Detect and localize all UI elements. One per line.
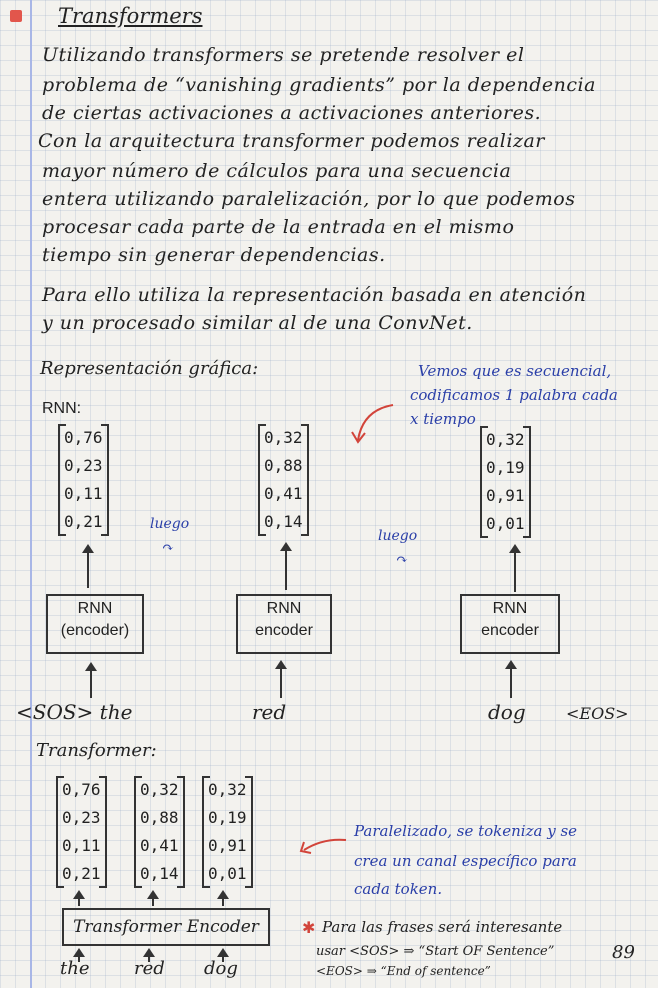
red-arrow-left-icon (299, 838, 347, 854)
box-line: RNN (77, 600, 113, 617)
transformer-vector-2: 0,32 0,88 0,41 0,14 (134, 776, 185, 888)
transformer-note-line-3: cada token. (354, 880, 443, 898)
page-title: Transformers (58, 4, 203, 28)
luego-arrow-icon-1: ↷ (162, 540, 174, 556)
vector-value: 0,14 (140, 864, 179, 883)
rnn-vector-1: 0,76 0,23 0,11 0,21 (58, 424, 109, 536)
rnn-encoder-box-3: RNN encoder (460, 594, 560, 654)
asterisk-icon: ✱ (302, 918, 316, 937)
tf-input-arrow-icon-2 (143, 948, 155, 962)
vector-value: 0,11 (64, 484, 103, 503)
footnote-line-2: usar <SOS> ⇒ “Start OF Sentence” (316, 944, 555, 959)
representation-heading: Representación gráfica: (40, 358, 259, 379)
vector-value: 0,21 (64, 512, 103, 531)
vector-value: 0,32 (264, 428, 303, 447)
input-up-arrow-icon-1 (85, 662, 97, 698)
vector-value: 0,01 (208, 864, 247, 883)
para1-line-5: mayor número de cálculos para una secuen… (42, 160, 512, 182)
vector-value: 0,76 (64, 428, 103, 447)
vector-value: 0,23 (64, 456, 103, 475)
tf-up-arrow-icon-2 (147, 890, 159, 906)
tf-input-arrow-icon-3 (217, 948, 229, 962)
vector-value: 0,11 (62, 836, 101, 855)
footnote-line-1: Para las frases será interesante (322, 918, 563, 936)
footnote-line-3: <EOS> ⇒ “End of sentence” (316, 964, 491, 978)
rnn-label: RNN: (42, 400, 82, 417)
rnn-vector-2: 0,32 0,88 0,41 0,14 (258, 424, 309, 536)
tf-up-arrow-icon-1 (73, 890, 85, 906)
box-line: RNN (266, 600, 302, 617)
vector-value: 0,14 (264, 512, 303, 531)
input-up-arrow-icon-2 (275, 660, 287, 698)
box-line: (encoder) (60, 622, 130, 639)
vector-value: 0,76 (62, 780, 101, 799)
para1-line-1: Utilizando transformers se pretende reso… (42, 44, 525, 66)
tf-up-arrow-icon-3 (217, 890, 229, 906)
transformer-vector-1: 0,76 0,23 0,11 0,21 (56, 776, 107, 888)
rnn-up-arrow-icon-1 (82, 544, 94, 588)
vector-value: 0,19 (486, 458, 525, 477)
margin-line (30, 0, 32, 988)
tf-input-the: the (60, 958, 90, 979)
para1-line-2: problema de “vanishing gradients” por la… (42, 74, 596, 96)
para1-line-3: de ciertas activaciones a activaciones a… (42, 102, 542, 124)
tf-input-dog: dog (204, 958, 238, 979)
rnn-vector-3: 0,32 0,19 0,91 0,01 (480, 426, 531, 538)
vector-value: 0,32 (208, 780, 247, 799)
vector-value: 0,88 (264, 456, 303, 475)
box-line: RNN (492, 600, 528, 617)
vector-value: 0,21 (62, 864, 101, 883)
vector-value: 0,32 (486, 430, 525, 449)
rnn-encoder-box-1: RNN (encoder) (46, 594, 144, 654)
rnn-input-red: red (252, 700, 287, 724)
box-line: encoder (481, 622, 539, 639)
vector-value: 0,41 (140, 836, 179, 855)
blue-note-line-2: codificamos 1 palabra cada (410, 386, 618, 404)
vector-value: 0,41 (264, 484, 303, 503)
para1-line-4: Con la arquitectura transformer podemos … (38, 130, 545, 152)
vector-value: 0,01 (486, 514, 525, 533)
transformer-label: Transformer: (36, 740, 157, 761)
transformer-vector-3: 0,32 0,19 0,91 0,01 (202, 776, 253, 888)
vector-value: 0,91 (486, 486, 525, 505)
vector-value: 0,23 (62, 808, 101, 827)
rnn-input-sos-the: <SOS> the (16, 700, 133, 724)
box-line: encoder (255, 622, 313, 639)
tf-input-arrow-icon-1 (73, 948, 85, 962)
luego-label-1: luego (150, 516, 190, 532)
tf-input-red: red (134, 958, 165, 979)
transformer-encoder-box: Transformer Encoder (62, 908, 270, 946)
para2-line-2: y un procesado similar al de una ConvNet… (42, 312, 473, 334)
rnn-input-eos: <EOS> (566, 704, 629, 723)
rnn-up-arrow-icon-2 (280, 542, 292, 590)
transformer-note-line-1: Paralelizado, se tokeniza y se (354, 822, 578, 840)
rnn-encoder-box-2: RNN encoder (236, 594, 332, 654)
page-number: 89 (612, 942, 635, 963)
vector-value: 0,19 (208, 808, 247, 827)
luego-label-2: luego (378, 528, 418, 544)
vector-value: 0,88 (140, 808, 179, 827)
vector-value: 0,32 (140, 780, 179, 799)
transformer-note-line-2: crea un canal específico para (354, 852, 577, 870)
luego-arrow-icon-2: ↷ (396, 552, 408, 568)
title-bullet (10, 10, 22, 22)
input-up-arrow-icon-3 (505, 660, 517, 698)
rnn-up-arrow-icon-3 (509, 544, 521, 592)
blue-note-line-1: Vemos que es secuencial, (418, 362, 612, 380)
para2-line-1: Para ello utiliza la representación basa… (42, 284, 587, 306)
blue-note-line-3: x tiempo (410, 410, 476, 428)
para1-line-6: entera utilizando paralelización, por lo… (42, 188, 576, 210)
rnn-input-dog: dog (488, 700, 526, 724)
red-arrow-icon (351, 404, 394, 444)
para1-line-8: tiempo sin generar dependencias. (42, 244, 386, 266)
vector-value: 0,91 (208, 836, 247, 855)
para1-line-7: procesar cada parte de la entrada en el … (42, 216, 515, 238)
